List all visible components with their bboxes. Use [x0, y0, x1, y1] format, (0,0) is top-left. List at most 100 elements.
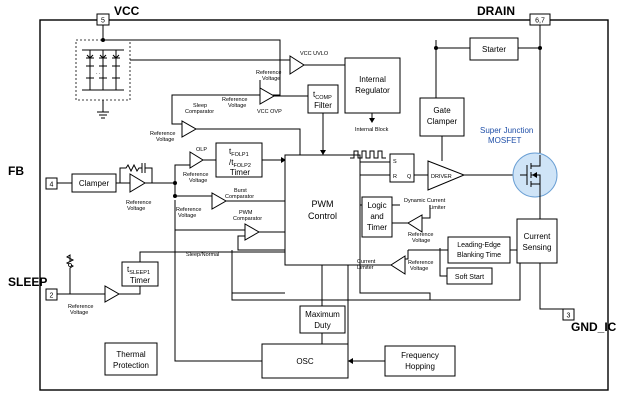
gate-clamper-line2: Clamper: [427, 117, 458, 126]
sleep-normal-label: Sleep/Normal: [186, 252, 219, 258]
dyn-ref-line1: Reference: [408, 232, 433, 238]
sleep-comparator-line1: Sleep: [193, 103, 207, 109]
vcc-ovp-comparator: [259, 87, 276, 105]
pwm-control-line2: Control: [308, 211, 337, 221]
cl-ref-line2: Voltage: [410, 266, 428, 272]
gate-clamper-line1: Gate: [433, 106, 451, 115]
thermal-protection-box: [104, 342, 158, 376]
chip-boundary: [39, 19, 609, 391]
pin-vcc-label: VCC: [114, 4, 140, 18]
sr-latch-s: S: [393, 159, 397, 165]
burst-ref-line2: Voltage: [178, 213, 196, 219]
dynamic-current-limiter: [407, 214, 423, 233]
uvlo-ref-line2: Voltage: [262, 76, 280, 82]
current-limiter: [390, 255, 406, 275]
current-sensing-box: [516, 218, 558, 264]
ovp-ref-line1: Reference: [222, 97, 247, 103]
sleep-comparator: [181, 120, 198, 138]
ovp-ref-line2: Voltage: [228, 103, 246, 109]
clock-pulses: [350, 150, 386, 159]
logic-timer-box: [361, 196, 393, 238]
fb-rc-network: [119, 163, 153, 183]
fb-ref-line1: Reference: [126, 200, 151, 206]
uvlo-ref-line1: Reference: [256, 70, 281, 76]
pin-drain-number: 6,7: [535, 18, 545, 25]
pin-drain: 6,7 DRAIN: [477, 4, 551, 26]
tcomp-filter-box: [307, 84, 339, 114]
olp-comparator: [189, 151, 204, 169]
pin-fb-number: 4: [50, 182, 54, 189]
pin-sleep-label: SLEEP: [8, 275, 47, 289]
olp-timer-line3: Timer: [230, 168, 250, 177]
driver-buffer: [427, 160, 466, 191]
olp-label: OLP: [196, 147, 207, 153]
pwm-comparator-line1: PWM: [239, 210, 253, 216]
fb-buffer: [129, 173, 146, 193]
clamper-label: Clamper: [79, 179, 110, 188]
internal-block-label: Internal Block: [355, 127, 389, 133]
max-duty-line2: Duty: [314, 321, 330, 330]
vcc-uvlo-comparator: [289, 55, 305, 75]
sleep-ref-line2: Voltage: [156, 137, 174, 143]
olp-ref-line2: Voltage: [189, 178, 207, 184]
vcc-rail: [103, 39, 290, 96]
sleep-timer-box: [121, 261, 159, 287]
pwm-comparator-line2: Comparator: [233, 216, 262, 222]
leb-line1: Leading-Edge: [457, 242, 501, 249]
pin-sleep-number: 2: [50, 293, 54, 300]
sr-latch-r: R: [393, 174, 397, 180]
osc-box: [261, 343, 349, 379]
logic-timer-line3: Timer: [367, 223, 387, 232]
pin-gnd: 3 GND_IC: [562, 308, 617, 334]
mosfet-label-line1: Super Junction: [480, 126, 533, 135]
svg-text:. . .: . . .: [96, 70, 104, 76]
soft-start-label: Soft Start: [455, 274, 484, 281]
thermal-line2: Protection: [113, 361, 149, 370]
pin-sleep: 2 SLEEP: [8, 275, 58, 301]
mosfet-label-line2: MOSFET: [488, 136, 521, 145]
pin-fb-label: FB: [8, 164, 24, 178]
logic-timer-line1: Logic: [367, 201, 386, 210]
leb-box: [447, 236, 511, 264]
pwm-control-box: [284, 154, 361, 266]
current-sensing-line2: Sensing: [523, 243, 552, 252]
burst-comparator-line2: Comparator: [225, 194, 254, 200]
starter-label: Starter: [482, 45, 506, 54]
gate-clamper-box: [419, 97, 465, 137]
tcomp-filter-line2: Filter: [314, 101, 332, 110]
olp-timer-line2: /tFOLP2: [229, 158, 251, 169]
sleep-buffer: [104, 285, 121, 303]
vcc-zener-network: . . .: [75, 25, 131, 119]
driver-label: DRIVER: [431, 174, 452, 180]
sleep-resistor: [57, 254, 75, 295]
sleep-pin-ref-line2: Voltage: [70, 310, 88, 316]
sr-latch-box: [389, 153, 415, 183]
sr-latch-q: Q: [407, 174, 412, 180]
logic-timer-line2: and: [370, 212, 383, 221]
dyn-ref-line2: Voltage: [412, 238, 430, 244]
sleep-comparator-line2: Comparator: [185, 109, 214, 115]
vcc-uvlo-label: VCC UVLO: [300, 51, 329, 57]
super-junction-mosfet: [512, 152, 558, 205]
internal-regulator-line2: Regulator: [355, 86, 390, 95]
freq-hopping-line2: Hopping: [405, 362, 435, 371]
freq-hopping-line1: Frequency: [401, 351, 439, 360]
pin-drain-label: DRAIN: [477, 4, 515, 18]
dyn-limiter-line1: Dynamic Current: [404, 198, 446, 204]
max-duty-box: [299, 305, 346, 334]
internal-regulator-line1: Internal: [359, 75, 386, 84]
fb-ref-line2: Voltage: [127, 206, 145, 212]
olp-timer-box: [215, 142, 263, 178]
sleep-ref-line1: Reference: [150, 131, 175, 137]
olp-ref-line1: Reference: [183, 172, 208, 178]
sleep-timer-line2: Timer: [130, 276, 150, 285]
pin-gnd-label: GND_IC: [571, 320, 617, 334]
pin-vcc: 5 VCC: [96, 4, 140, 26]
internal-regulator-box: [344, 57, 401, 114]
pwm-control-line1: PWM: [312, 199, 334, 209]
current-sensing-line1: Current: [524, 232, 551, 241]
sleep-pin-ref-line1: Reference: [68, 304, 93, 310]
cl-ref-line1: Reference: [408, 260, 433, 266]
leb-line2: Blanking Time: [457, 252, 501, 259]
burst-comparator: [211, 192, 228, 210]
